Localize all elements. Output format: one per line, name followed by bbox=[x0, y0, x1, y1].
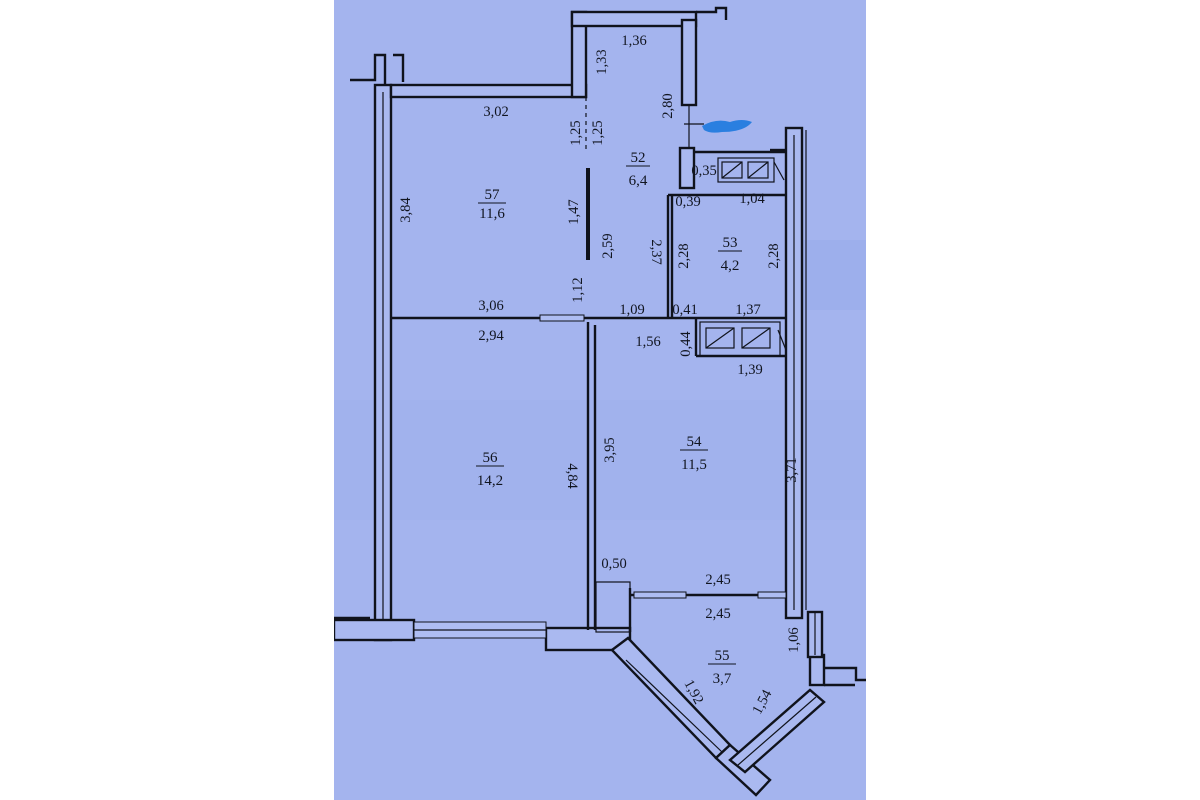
dim-3-71: 3,71 bbox=[784, 457, 800, 482]
dim-0-44: 0,44 bbox=[678, 331, 694, 357]
dim-1-33: 1,33 bbox=[594, 49, 610, 74]
dim-0-50: 0,50 bbox=[601, 556, 626, 572]
room-56: 56 14,2 bbox=[476, 450, 504, 489]
floor-plan-photo: 57 11,6 52 6,4 53 4,2 56 14,2 54 11,5 55… bbox=[334, 0, 866, 800]
room-54: 54 11,5 bbox=[680, 434, 708, 473]
room-55: 55 3,7 bbox=[708, 648, 736, 687]
room-area: 11,6 bbox=[479, 206, 505, 222]
room-number: 57 bbox=[485, 187, 501, 203]
dim-1-56: 1,56 bbox=[635, 334, 660, 350]
dim-1-36: 1,36 bbox=[621, 33, 646, 49]
room-area: 4,2 bbox=[721, 258, 740, 274]
dim-2-94: 2,94 bbox=[478, 328, 504, 344]
dim-3-84: 3,84 bbox=[398, 197, 414, 223]
dim-1-37: 1,37 bbox=[735, 302, 760, 318]
dim-2-45-top: 2,45 bbox=[705, 572, 730, 588]
dim-2-28-left: 2,28 bbox=[676, 243, 692, 268]
top-wall-57 bbox=[389, 83, 588, 99]
dim-2-45-bottom: 2,45 bbox=[705, 606, 730, 622]
room-area: 11,5 bbox=[681, 457, 707, 473]
dimension-labels: 1,36 1,33 3,02 2,80 1,25 1,25 0,35 3,84 … bbox=[398, 33, 802, 717]
bottom-left-wall bbox=[334, 618, 416, 642]
dim-1-12: 1,12 bbox=[570, 277, 586, 302]
pen-marker bbox=[702, 120, 752, 133]
top-wall-52 bbox=[570, 10, 698, 28]
dim-3-06: 3,06 bbox=[478, 298, 503, 314]
room-number: 56 bbox=[483, 450, 499, 466]
dim-2-28-right: 2,28 bbox=[766, 243, 782, 268]
dim-0-39: 0,39 bbox=[675, 194, 700, 210]
dim-2-37: 2,37 bbox=[648, 239, 664, 264]
right-wall-upper bbox=[680, 18, 698, 107]
room-52: 52 6,4 bbox=[626, 150, 650, 189]
floor-plan: 57 11,6 52 6,4 53 4,2 56 14,2 54 11,5 55… bbox=[334, 0, 866, 800]
dim-1-04: 1,04 bbox=[739, 191, 765, 207]
dim-2-80: 2,80 bbox=[660, 93, 676, 118]
room-53: 53 4,2 bbox=[718, 235, 742, 274]
dim-0-35: 0,35 bbox=[691, 163, 716, 179]
room-area: 14,2 bbox=[477, 473, 503, 489]
room-area: 3,7 bbox=[713, 671, 732, 687]
dim-2-59: 2,59 bbox=[600, 233, 616, 258]
dim-3-02: 3,02 bbox=[483, 104, 508, 120]
background-texture bbox=[334, 0, 866, 800]
partitions bbox=[391, 97, 807, 633]
room-number: 53 bbox=[723, 235, 738, 251]
outer-walls bbox=[334, 6, 866, 797]
dim-1-25-left: 1,25 bbox=[568, 120, 584, 145]
room-number: 55 bbox=[715, 648, 730, 664]
dim-1-09: 1,09 bbox=[619, 302, 644, 318]
dim-4-84: 4,84 bbox=[564, 463, 580, 489]
room-number: 54 bbox=[687, 434, 703, 450]
dim-3-95: 3,95 bbox=[602, 437, 618, 462]
dim-1-06: 1,06 bbox=[786, 627, 802, 652]
room-number: 52 bbox=[631, 150, 646, 166]
room-labels: 57 11,6 52 6,4 53 4,2 56 14,2 54 11,5 55… bbox=[476, 150, 742, 687]
dim-0-41: 0,41 bbox=[672, 302, 697, 318]
dim-1-25-right: 1,25 bbox=[590, 120, 606, 145]
room-57: 57 11,6 bbox=[478, 187, 506, 222]
dim-1-39: 1,39 bbox=[737, 362, 762, 378]
dim-1-47: 1,47 bbox=[566, 199, 582, 224]
room-area: 6,4 bbox=[629, 173, 648, 189]
